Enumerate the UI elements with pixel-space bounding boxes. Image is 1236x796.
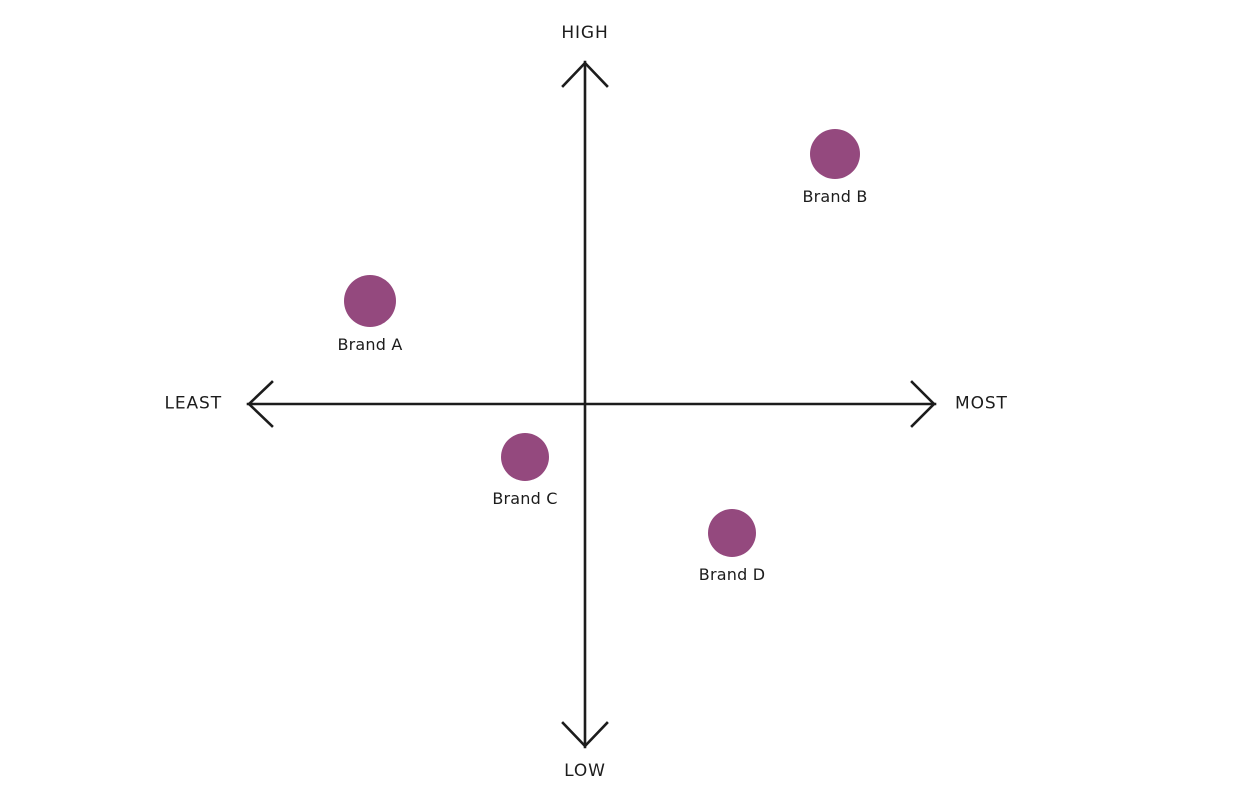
- bubble-marker: [708, 509, 756, 557]
- data-point-brand-a[interactable]: Brand A: [337, 275, 402, 353]
- axis-label-most: MOST: [955, 393, 1008, 414]
- data-point-label: Brand B: [802, 187, 868, 206]
- y-axis-up-arrowhead-icon: [561, 61, 609, 88]
- data-point-brand-d[interactable]: Brand D: [699, 509, 765, 583]
- axis-label-low: LOW: [564, 761, 606, 781]
- data-point-label: Brand D: [698, 565, 766, 584]
- data-point-label: Brand A: [337, 335, 403, 354]
- data-point-brand-c[interactable]: Brand C: [492, 433, 557, 507]
- x-axis-right-arrowhead-icon: [910, 380, 936, 428]
- bubble-marker: [501, 433, 549, 481]
- y-axis-down-arrowhead-icon: [561, 721, 609, 748]
- x-axis-left-arrowhead-icon: [247, 380, 274, 428]
- axis-label-least: LEAST: [164, 393, 222, 414]
- axis-label-high: HIGH: [561, 23, 609, 43]
- bubble-marker: [344, 275, 396, 327]
- data-point-label: Brand C: [492, 489, 558, 508]
- bubble-marker: [810, 129, 860, 179]
- data-point-brand-b[interactable]: Brand B: [802, 129, 867, 205]
